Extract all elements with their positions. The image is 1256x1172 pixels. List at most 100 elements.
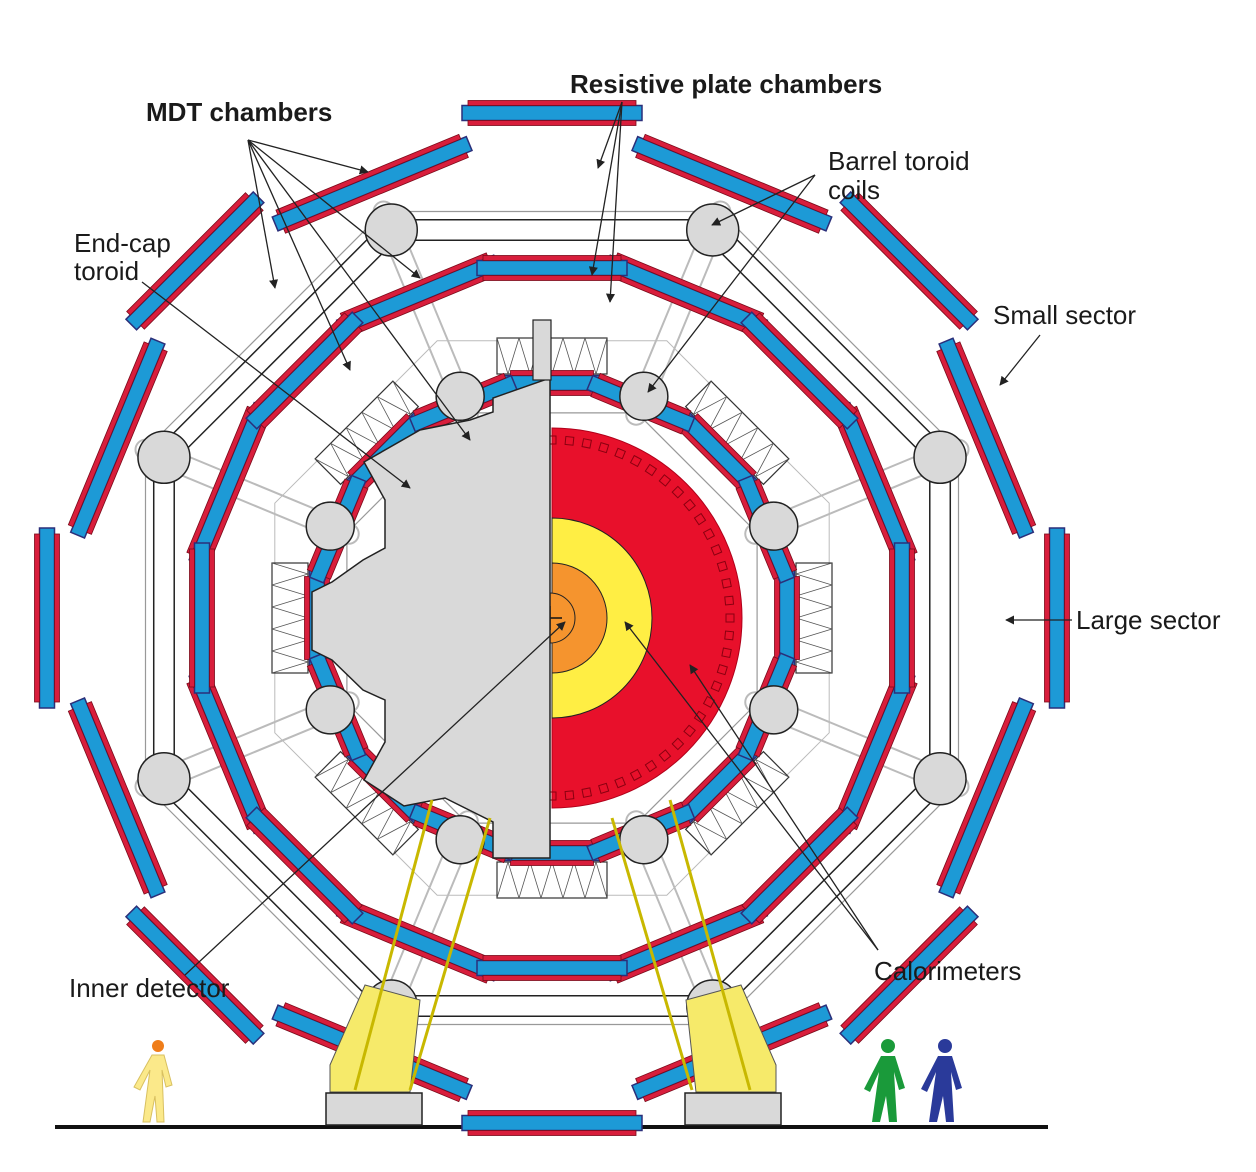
chamber-small-outer-body <box>461 1114 643 1132</box>
chamber-small-outer-rpc-inner <box>1044 533 1050 703</box>
coil <box>435 814 485 865</box>
chamber-large-outer <box>631 133 833 234</box>
chamber-small-inner-rpc-inner <box>510 860 594 866</box>
chamber-small-outer <box>461 1110 643 1136</box>
calorimeter-module <box>581 787 593 798</box>
chamber-small-outer-rpc <box>467 1130 637 1136</box>
chamber-large-outer-rpc <box>275 133 462 216</box>
lattice-strut <box>692 380 727 416</box>
tie-rod <box>706 223 947 464</box>
chamber-large-middle <box>186 669 271 835</box>
leader-mdt-2 <box>247 139 279 289</box>
chamber-small-middle <box>889 542 915 694</box>
calorimeter-module <box>564 435 575 446</box>
calorimeter-module <box>598 442 610 454</box>
label-barrel-toroid-line1: Barrel toroid <box>828 146 970 176</box>
lattice-strut <box>377 380 412 416</box>
calorimeter-module <box>724 630 735 641</box>
lattice-strut <box>794 562 833 586</box>
chamber-small-middle-body <box>476 259 628 277</box>
chamber-large-outer <box>936 337 1037 539</box>
calorimeter-module <box>671 737 685 751</box>
lattice-strut <box>271 650 310 674</box>
end-cap-toroid <box>311 376 551 859</box>
leader-small-sector <box>999 334 1041 386</box>
coil <box>435 371 485 422</box>
chamber-small-middle-rpc-inner <box>889 548 895 688</box>
chamber-small-inner-rpc-inner <box>510 370 594 376</box>
chamber-large-outer-rpc-inner <box>936 349 1018 535</box>
person-green <box>864 1039 905 1122</box>
tie-rod <box>157 772 398 1013</box>
chamber-small-middle-rpc <box>755 821 858 924</box>
chamber-small-middle <box>740 806 859 925</box>
calorimeter-module <box>644 759 658 773</box>
calorimeter-module <box>644 463 658 477</box>
coil <box>619 371 669 422</box>
calorimeter-module <box>614 776 626 789</box>
calorimeter-module <box>721 647 732 659</box>
lattice-strut <box>496 860 520 899</box>
right-rail-2 <box>668 799 752 1091</box>
chamber-small-middle <box>245 806 364 925</box>
calorimeter-module <box>671 485 685 499</box>
coil <box>619 814 669 865</box>
chamber-small-outer-rpc-inner <box>140 206 264 330</box>
leader-barrel-1 <box>711 174 816 226</box>
person-blue-head <box>938 1039 952 1053</box>
lattice-strut <box>584 860 608 899</box>
lattice-strut <box>496 337 520 376</box>
chamber-small-middle <box>476 955 628 981</box>
calorimeter-modules <box>547 435 735 801</box>
chamber-small-middle-rpc-inner <box>482 275 622 281</box>
chamber-large-outer-rpc <box>954 708 1037 895</box>
chamber-small-outer-rpc-inner <box>467 1110 637 1116</box>
chamber-small-outer <box>1044 527 1070 709</box>
chamber-small-outer-rpc <box>126 192 250 316</box>
lattice-strut <box>271 562 310 586</box>
chamber-large-outer <box>67 337 168 539</box>
lattice-strut <box>584 337 608 376</box>
chamber-small-middle-rpc <box>189 548 195 688</box>
calorimeter-module <box>721 577 732 589</box>
chamber-small-outer-rpc-inner <box>840 206 964 330</box>
chamber-small-inner <box>678 744 759 825</box>
lattice-strut <box>314 443 350 478</box>
chamber-small-outer <box>839 190 980 331</box>
calorimeter-module <box>702 528 716 541</box>
chamber-large-outer-rpc-inner <box>635 152 821 234</box>
chamber-small-middle-rpc-inner <box>741 807 844 910</box>
right-support-yellow <box>685 984 777 1093</box>
chamber-small-inner-rpc-inner <box>347 413 411 477</box>
coil <box>913 751 967 806</box>
label-large-sector: Large sector <box>1076 605 1221 635</box>
chamber-small-middle-rpc-inner <box>482 955 622 961</box>
person-blue-body <box>921 1056 962 1122</box>
chamber-small-outer-rpc <box>854 192 978 316</box>
lattice-strut <box>794 650 833 674</box>
calorimeter-module <box>598 782 610 794</box>
leader-mdt-4 <box>247 139 351 371</box>
person-blue <box>921 1039 962 1122</box>
tie-rod <box>157 223 398 464</box>
left-support-yellow <box>329 984 421 1093</box>
calorimeter-module <box>629 768 642 782</box>
lattice-box-frame <box>496 861 608 899</box>
leader-calorimeters-2 <box>689 664 879 951</box>
chamber-small-inner-rpc-inner <box>304 576 310 660</box>
chamber-small-middle-rpc <box>246 312 349 415</box>
chamber-small-outer-rpc-inner <box>54 533 60 703</box>
chamber-small-outer-rpc-inner <box>467 120 637 126</box>
label-barrel-toroid-line2: coils <box>828 175 880 205</box>
right-foot <box>684 1092 782 1126</box>
chamber-small-inner-rpc-inner <box>693 413 757 477</box>
calorimeter-module <box>581 438 593 449</box>
lattice-boxes <box>271 337 833 899</box>
chamber-small-outer-rpc-inner <box>140 906 264 1030</box>
chamber-small-outer-rpc <box>467 100 637 106</box>
label-end-cap-line1: End-cap <box>74 228 171 258</box>
person-green-head <box>881 1039 895 1053</box>
coil <box>305 685 356 735</box>
chamber-large-outer <box>936 697 1037 899</box>
chamber-large-outer <box>67 697 168 899</box>
